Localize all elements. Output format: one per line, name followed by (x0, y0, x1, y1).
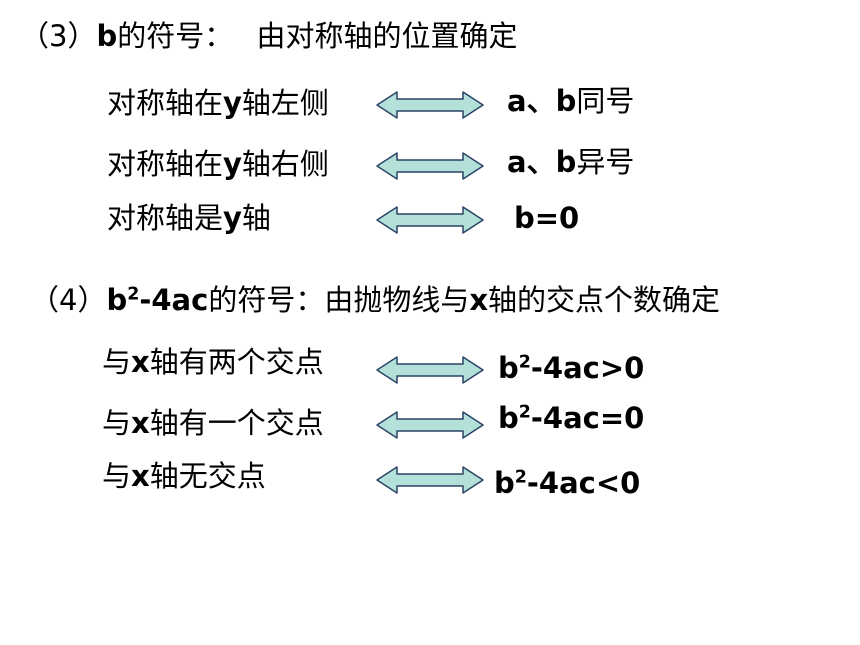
s4-row3-right: b2-4ac<0 (494, 466, 641, 500)
s3-row3-right: b=0 (514, 201, 580, 235)
double-arrow-icon (375, 355, 485, 385)
double-arrow-icon (375, 205, 485, 235)
double-arrow-icon (375, 410, 485, 440)
s4-row3-left: 与x轴无交点 (102, 459, 266, 493)
double-arrow-icon (375, 465, 485, 495)
s3-row3-left: 对称轴是y轴 (107, 201, 271, 235)
s4-row2-right: b2-4ac=0 (498, 401, 645, 435)
double-arrow-icon (375, 151, 485, 181)
section3-label: （3） (20, 19, 97, 53)
s4-row2-left: 与x轴有一个交点 (102, 406, 324, 440)
double-arrow-icon (375, 90, 485, 120)
s4-row1-right: b2-4ac>0 (498, 351, 645, 385)
s3-row2-left: 对称轴在y轴右侧 (107, 147, 329, 181)
section3-heading: （3）b的符号： 由对称轴的位置确定 (20, 18, 517, 54)
s3-row1-left: 对称轴在y轴左侧 (107, 86, 329, 120)
section3-suffix: 的符号： (117, 19, 234, 53)
s4-row1-left: 与x轴有两个交点 (102, 345, 324, 379)
section4-label: （4） (30, 283, 107, 317)
section4-heading: （4）b2-4ac的符号：由抛物线与x轴的交点个数确定 (30, 283, 721, 317)
s3-row1-right: a、b同号 (507, 84, 635, 118)
section3-desc: 由对称轴的位置确定 (256, 19, 518, 53)
section3-var: b (96, 19, 118, 53)
s3-row2-right: a、b异号 (507, 145, 635, 179)
